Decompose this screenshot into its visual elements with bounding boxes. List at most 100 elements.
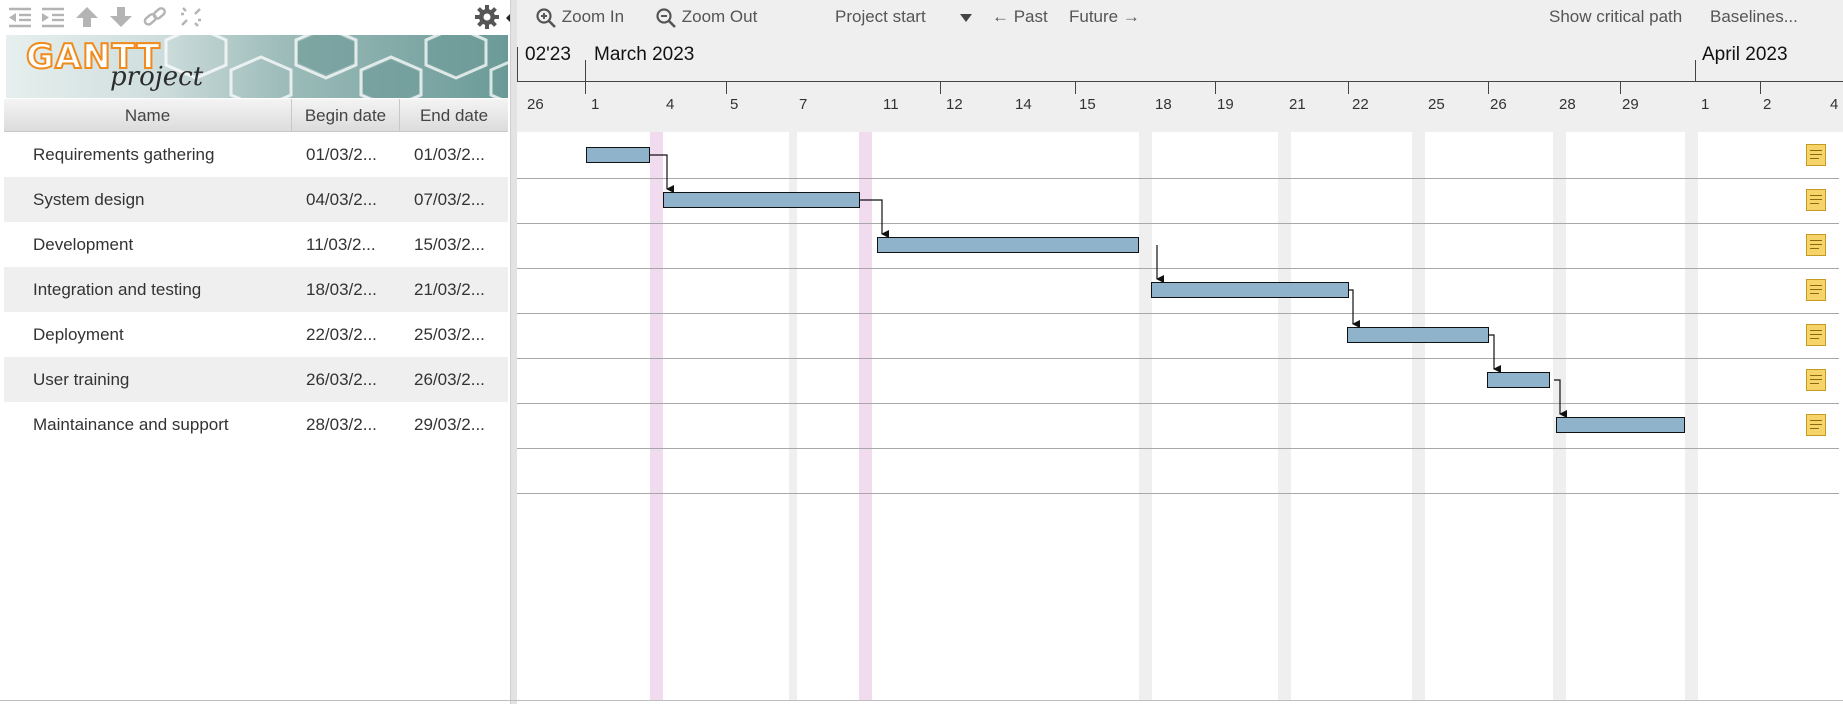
task-row[interactable]: Maintainance and support 28/03/2... 29/0… — [4, 402, 508, 447]
task-begin-date[interactable]: 18/03/2... — [306, 280, 377, 299]
task-bar[interactable] — [1347, 327, 1489, 343]
task-end-date[interactable]: 21/03/2... — [414, 280, 485, 299]
logo-sub-text: project — [110, 62, 204, 92]
indent-icon[interactable] — [40, 5, 66, 29]
task-row[interactable]: Deployment 22/03/2... 25/03/2... — [4, 312, 508, 357]
task-row[interactable]: User training 26/03/2... 26/03/2... — [4, 357, 508, 402]
task-table-header: Name Begin date End date — [4, 99, 508, 132]
unindent-icon[interactable] — [7, 5, 33, 29]
day-tick — [1760, 82, 1761, 94]
day-tick — [1215, 82, 1216, 94]
day-tick — [1488, 82, 1489, 94]
timeline-axis-line — [517, 81, 1843, 82]
task-name[interactable]: System design — [33, 190, 145, 209]
task-notes-icon[interactable] — [1806, 324, 1826, 346]
task-begin-date[interactable]: 04/03/2... — [306, 190, 377, 209]
day-label: 28 — [1559, 96, 1576, 113]
task-notes-icon[interactable] — [1806, 234, 1826, 256]
day-tick — [1620, 82, 1621, 94]
task-end-date[interactable]: 26/03/2... — [414, 370, 485, 389]
task-notes-icon[interactable] — [1806, 279, 1826, 301]
day-label: 18 — [1155, 96, 1172, 113]
task-name[interactable]: Maintainance and support — [33, 415, 229, 434]
dependency-arrow — [1489, 334, 1501, 373]
day-tick — [1348, 82, 1349, 94]
zoom-out-button[interactable]: Zoom Out — [655, 0, 757, 34]
navigation-dropdown-button[interactable] — [959, 0, 973, 34]
task-end-date[interactable]: 29/03/2... — [414, 415, 485, 434]
day-label: 21 — [1289, 96, 1306, 113]
scroll-future-button[interactable]: Future → — [1069, 7, 1140, 26]
task-tree-panel: GANTT project Name Begin date End date R… — [0, 0, 514, 704]
task-end-date[interactable]: 07/03/2... — [414, 190, 485, 209]
zoom-out-label: Zoom Out — [681, 7, 758, 26]
row-divider — [517, 493, 1839, 494]
timeline-header: 02'23 March 2023 April 2023 26 1 4 5 7 1… — [517, 34, 1843, 132]
task-notes-icon[interactable] — [1806, 414, 1826, 436]
task-name[interactable]: Development — [33, 235, 134, 254]
task-notes-icon[interactable] — [1806, 189, 1826, 211]
task-begin-date[interactable]: 26/03/2... — [306, 370, 377, 389]
task-notes-icon[interactable] — [1806, 144, 1826, 166]
column-header-end-date[interactable]: End date — [419, 106, 489, 125]
task-bar[interactable] — [877, 237, 1139, 253]
day-label: 25 — [1428, 96, 1445, 113]
task-begin-date[interactable]: 22/03/2... — [306, 325, 377, 344]
day-label: 1 — [591, 96, 600, 113]
chart-toolbar: Zoom In Zoom Out Project start ← Past Fu… — [517, 0, 1843, 34]
month-separator — [1695, 60, 1696, 82]
task-end-date[interactable]: 25/03/2... — [414, 325, 485, 344]
holiday-column — [650, 132, 663, 700]
task-bar[interactable] — [586, 147, 650, 163]
day-label: 29 — [1622, 96, 1639, 113]
day-label: 11 — [883, 96, 899, 113]
task-name[interactable]: Deployment — [33, 325, 124, 344]
task-bar[interactable] — [1487, 372, 1550, 388]
project-start-button[interactable]: Project start — [835, 7, 926, 26]
task-end-date[interactable]: 01/03/2... — [414, 145, 485, 164]
column-header-begin-date[interactable]: Begin date — [292, 99, 400, 131]
show-critical-path-button[interactable]: Show critical path — [1549, 7, 1683, 26]
row-divider — [517, 358, 1839, 359]
task-bar[interactable] — [1556, 417, 1685, 433]
dependency-arrow — [1554, 379, 1567, 418]
gear-icon[interactable] — [473, 3, 501, 31]
holiday-column — [859, 132, 872, 700]
task-row[interactable]: Integration and testing 18/03/2... 21/03… — [4, 267, 508, 312]
weekend-column — [1412, 132, 1425, 700]
task-begin-date[interactable]: 11/03/2... — [306, 235, 376, 254]
tree-toolbar — [0, 0, 514, 34]
zoom-in-label: Zoom In — [561, 7, 625, 26]
task-begin-date[interactable]: 28/03/2... — [306, 415, 377, 434]
panel-splitter[interactable] — [510, 0, 517, 704]
gantt-grid[interactable] — [517, 132, 1843, 704]
task-name[interactable]: Integration and testing — [33, 280, 202, 299]
task-end-date[interactable]: 15/03/2... — [414, 235, 485, 254]
task-row[interactable]: Development 11/03/2... 15/03/2... — [4, 222, 508, 267]
scroll-past-button[interactable]: ← Past — [992, 7, 1048, 26]
move-up-icon[interactable] — [74, 5, 100, 29]
day-tick — [726, 82, 727, 94]
task-notes-icon[interactable] — [1806, 369, 1826, 391]
weekend-column — [1139, 132, 1152, 700]
day-tick — [1075, 82, 1076, 94]
zoom-in-icon — [536, 7, 556, 28]
task-row[interactable]: Requirements gathering 01/03/2... 01/03/… — [4, 132, 508, 177]
task-name[interactable]: Requirements gathering — [33, 145, 215, 164]
ganttproject-logo: GANTT project — [6, 35, 508, 98]
day-label: 22 — [1352, 96, 1369, 113]
task-begin-date[interactable]: 01/03/2... — [306, 145, 377, 164]
zoom-in-button[interactable]: Zoom In — [535, 0, 624, 34]
task-bar[interactable] — [1151, 282, 1349, 298]
weekend-column — [1685, 132, 1698, 700]
move-down-icon[interactable] — [108, 5, 134, 29]
unlink-icon[interactable] — [178, 5, 204, 29]
task-name[interactable]: User training — [33, 370, 130, 389]
task-bar[interactable] — [663, 192, 860, 208]
row-divider — [517, 448, 1839, 449]
baselines-button[interactable]: Baselines... — [1710, 7, 1798, 26]
window-bottom-border — [0, 700, 1843, 701]
column-header-name[interactable]: Name — [4, 99, 292, 131]
task-row[interactable]: System design 04/03/2... 07/03/2... — [4, 177, 508, 222]
link-icon[interactable] — [142, 5, 168, 29]
